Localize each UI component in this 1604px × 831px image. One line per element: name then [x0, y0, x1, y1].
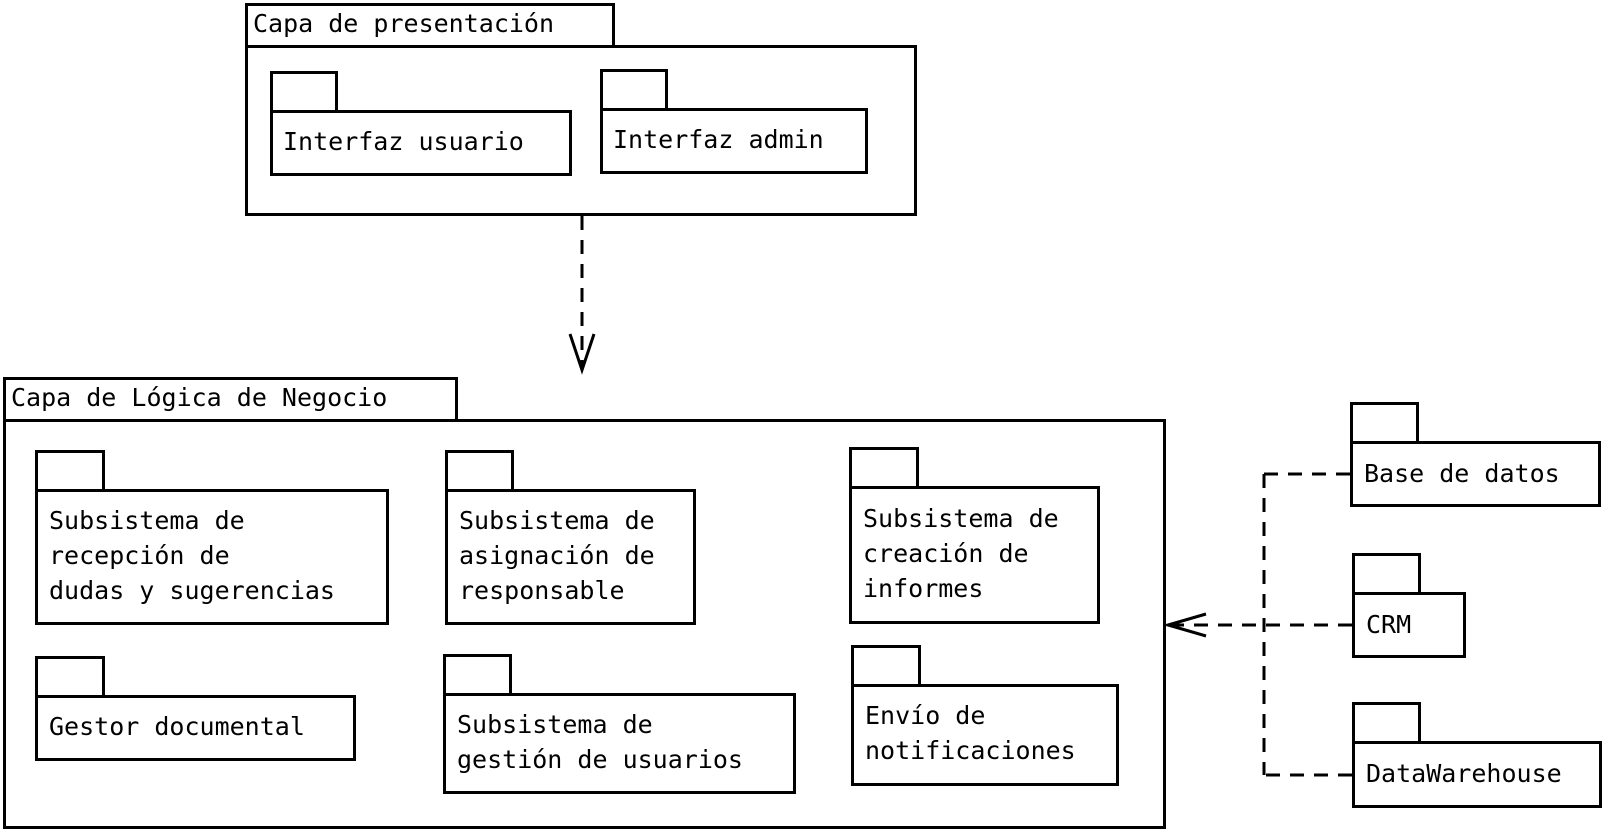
base-de-datos-package	[1350, 441, 1601, 507]
recepcion-tab	[35, 450, 105, 492]
crm-tab	[1352, 553, 1421, 595]
notificaciones-tab	[851, 645, 921, 687]
informes-package	[849, 486, 1100, 624]
recepcion-package	[35, 489, 389, 625]
gestor-documental-package	[35, 695, 356, 761]
gestor-documental-label: Gestor documental	[49, 712, 305, 741]
gestor-documental-tab	[35, 656, 105, 698]
interfaz-usuario-tab	[270, 71, 338, 113]
datawarehouse-package	[1352, 741, 1602, 808]
informes-label: Subsistema de creación de informes	[863, 504, 1059, 603]
informes-tab	[849, 447, 919, 489]
business-layer-title: Capa de Lógica de Negocio	[3, 377, 458, 422]
gestion-usuarios-label: Subsistema de gestión de usuarios	[457, 710, 743, 774]
interfaz-usuario-package	[270, 110, 572, 176]
base-de-datos-label: Base de datos	[1364, 459, 1560, 488]
presentation-layer-title: Capa de presentación	[245, 3, 615, 48]
interfaz-admin-tab	[600, 69, 668, 111]
notificaciones-package	[851, 684, 1119, 786]
asignacion-package	[445, 489, 696, 625]
crm-package	[1352, 592, 1466, 658]
crm-label: CRM	[1366, 610, 1412, 639]
asignacion-tab	[445, 450, 514, 492]
asignacion-label: Subsistema de asignación de responsable	[459, 506, 655, 605]
recepcion-label: Subsistema de recepción de dudas y suger…	[49, 506, 335, 605]
gestion-usuarios-tab	[443, 654, 512, 696]
external-to-business-arrowhead	[1162, 612, 1207, 638]
interfaz-usuario-label: Interfaz usuario	[283, 127, 524, 156]
interfaz-admin-package	[600, 108, 868, 174]
base-de-datos-tab	[1350, 402, 1419, 444]
datawarehouse-tab	[1352, 702, 1421, 744]
datawarehouse-label: DataWarehouse	[1366, 759, 1562, 788]
notificaciones-label: Envío de notificaciones	[865, 701, 1076, 765]
gestion-usuarios-package	[443, 693, 796, 794]
interfaz-admin-label: Interfaz admin	[613, 125, 824, 154]
presentation-to-business-arrowhead	[568, 333, 596, 375]
